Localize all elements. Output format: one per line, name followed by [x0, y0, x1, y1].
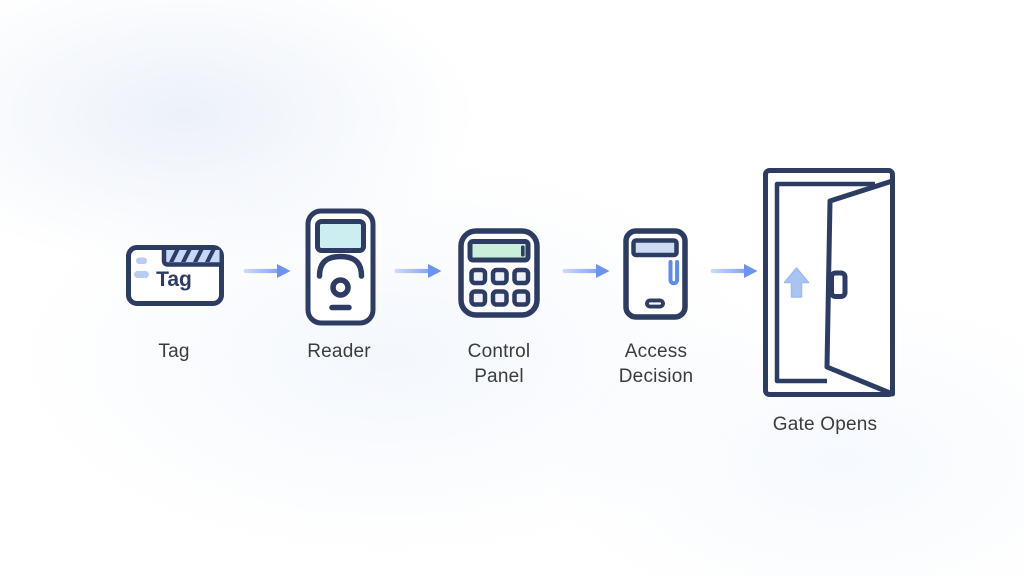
panel-display-cursor [521, 245, 525, 257]
rfid-tag-icon: Tag [126, 245, 224, 306]
flow-arrow-icon [243, 264, 291, 278]
reader-signal-arc [316, 253, 365, 279]
rfid-reader-icon [305, 208, 376, 326]
reader-screen [315, 219, 366, 253]
flow-arrow-icon [394, 264, 442, 278]
door-frame-inner [774, 181, 875, 384]
tag-dash-small [136, 257, 147, 264]
tag-icon-text: Tag [156, 268, 192, 291]
reader-sensor-ring [330, 277, 351, 298]
access-display [631, 238, 679, 258]
tag-dash-large [134, 271, 149, 278]
panel-keys [469, 267, 531, 307]
flow-arrow-icon [710, 264, 758, 278]
control-keypad-icon [458, 228, 540, 318]
door-leaf [824, 178, 895, 397]
step-label-control-panel: Control Panel [467, 341, 531, 387]
door-handle [829, 270, 848, 299]
step-label-reader: Reader [307, 341, 371, 362]
step-label-gate-opens: Gate Opens [772, 414, 878, 435]
panel-display [467, 239, 531, 263]
up-arrow-icon [783, 267, 810, 298]
access-slot [668, 260, 680, 286]
open-door-icon [763, 168, 895, 397]
access-controller-icon [623, 228, 688, 320]
step-label-tag: Tag [158, 341, 190, 362]
step-label-access-decision: Access Decision [618, 341, 694, 387]
flow-arrow-icon [562, 264, 610, 278]
